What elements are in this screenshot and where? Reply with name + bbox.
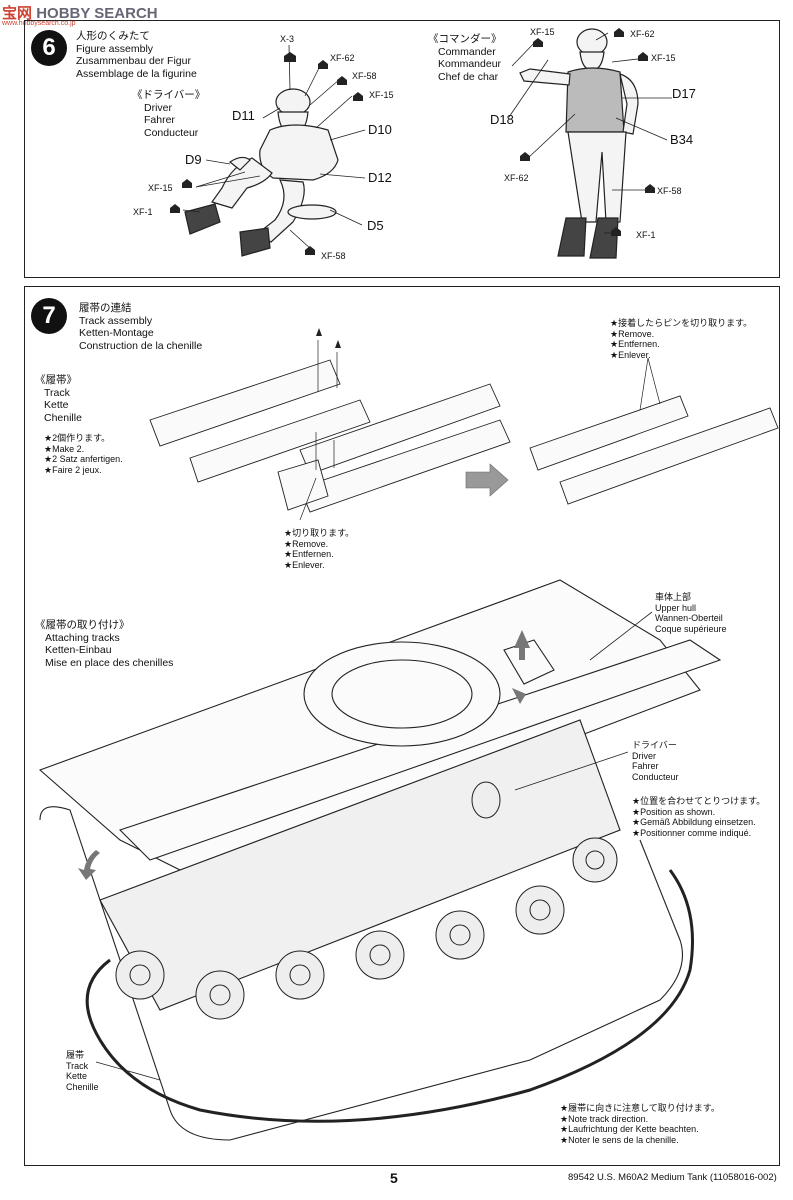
paint-xf15-cmd: XF-15 — [530, 27, 555, 37]
step6-number: 6 — [31, 30, 67, 66]
paint-xf62-cmd-legs: XF-62 — [504, 173, 529, 183]
position-note: ★位置を合わせてとりつけます。★Position as shown.★Gemäß… — [632, 796, 766, 838]
commander-figure-illustration — [508, 28, 672, 259]
step7-panel — [24, 286, 780, 1166]
paint-xf15-driver: XF-15 — [369, 90, 394, 100]
driver-figure-illustration — [170, 44, 366, 257]
part-d11: D11 — [232, 108, 255, 123]
direction-note: ★履帯に向きに注意して取り付けます。★Note track direction.… — [560, 1103, 720, 1145]
step6-panel — [24, 20, 780, 278]
page-number: 5 — [390, 1170, 398, 1186]
part-d10: D10 — [368, 122, 392, 137]
part-b34: B34 — [670, 132, 694, 147]
paint-xf62-driver: XF-62 — [330, 53, 355, 63]
part-d17: D17 — [672, 86, 696, 101]
paint-x3: X-3 — [280, 34, 295, 44]
paint-xf1-cmd: XF-1 — [636, 230, 656, 240]
make-two-note: ★2個作ります。★Make 2.★2 Satz anfertigen.★Fair… — [44, 433, 123, 475]
remove-pins-note: ★接着したらピンを切り取ります。★Remove.★Entfernen.★Enle… — [610, 318, 753, 360]
paint-xf62-cmd: XF-62 — [630, 29, 655, 39]
remove-runner-note: ★切り取ります。★Remove.★Entfernen.★Enlever. — [284, 528, 355, 570]
watermark-url: www.hobbysearch.co.jp — [2, 20, 76, 27]
part-d5: D5 — [367, 218, 384, 233]
step7-number: 7 — [31, 298, 67, 334]
paint-xf58-boots: XF-58 — [321, 251, 346, 261]
product-code: 89542 U.S. M60A2 Medium Tank (11058016-0… — [568, 1172, 777, 1183]
paint-xf58-cmd: XF-58 — [657, 186, 682, 196]
paint-xf15-cmd-arm: XF-15 — [651, 53, 676, 63]
watermark: 宝网 HOBBY SEARCH — [2, 5, 158, 22]
part-d12: D12 — [368, 170, 392, 185]
paint-xf15-driver-hands: XF-15 — [148, 183, 173, 193]
part-d18: D18 — [490, 112, 514, 127]
paint-xf58-driver: XF-58 — [352, 71, 377, 81]
part-d9: D9 — [185, 152, 202, 167]
track-link-illustration — [149, 328, 779, 521]
paint-xf1-driver: XF-1 — [133, 207, 153, 217]
